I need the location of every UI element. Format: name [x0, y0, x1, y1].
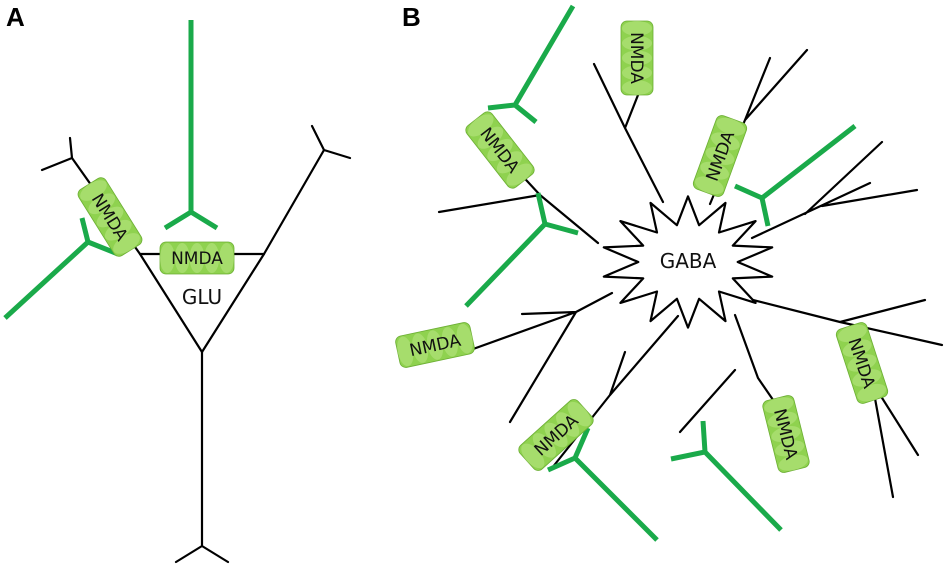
nmda-b-6-subunit [544, 422, 568, 448]
nmda-b-3-subunit [716, 117, 746, 136]
axon-b-upper-left [487, 4, 576, 124]
glu-dendrite-right [262, 124, 352, 256]
nmda-a-left-subunit [104, 219, 132, 241]
axon-terminals [3, 4, 857, 542]
nmda-b-1-subunit [496, 151, 523, 174]
gaba-dendrite-upper-left [437, 128, 600, 245]
nmda-b-4: NMDA [395, 322, 475, 368]
nmda-b-2-subunit [622, 80, 652, 96]
nmda-b-4-subunit [397, 336, 414, 367]
gaba-soma [602, 195, 774, 329]
nmda-b-6: NMDA [518, 399, 594, 471]
nmda-b-4-subunit [412, 333, 429, 363]
axon-b-left [464, 192, 579, 308]
nmda-b-7-subunit [778, 454, 808, 471]
nmda-a-center-label: NMDA [171, 249, 223, 269]
nmda-b-2-subunit [622, 35, 652, 51]
nmda-b-7-subunit [771, 425, 801, 443]
nmda-b-1-subunit [477, 126, 504, 149]
nmda-b-6-subunit [567, 401, 591, 427]
gaba-dendrite-top [592, 62, 665, 204]
axon-b-upper-right [733, 124, 857, 227]
nmda-b-2-subunit [622, 50, 652, 66]
axon-b-bottom-right [670, 420, 783, 532]
nmda-a-left-subunit [113, 233, 140, 254]
nmda-b-3-subunit [710, 132, 740, 151]
gaba-dendrite-lower-left [460, 291, 614, 424]
nmda-a-left-subunit [80, 180, 107, 201]
nmda-b-6-subunit [532, 433, 556, 458]
panel-a: A GLU [6, 2, 352, 564]
nmda-b-6-subunit [556, 412, 580, 437]
nmda-b-7-subunit [774, 440, 805, 457]
nmda-b-7-subunit [767, 411, 798, 428]
nmda-b-2-label: NMDA [626, 32, 646, 84]
nmda-a-center-subunit [219, 243, 234, 273]
nmda-b-6-subunit [521, 443, 545, 469]
nmda-a-center-subunit [189, 243, 205, 273]
gaba-cell-label: GABA [660, 249, 717, 273]
nmda-b-2-subunit [622, 21, 652, 36]
nmda-a-center-subunit [204, 243, 220, 273]
nmda-a-center-subunit [174, 243, 190, 273]
nmda-a-left-subunit [96, 206, 124, 228]
nmda-b-5: NMDA [835, 322, 889, 404]
nmda-b-3-subunit [705, 147, 735, 165]
nmda-b-5-subunit [837, 324, 867, 343]
gaba-dendrite-lower-right [743, 296, 944, 499]
nmda-b-5-subunit [842, 339, 872, 357]
nmda-b-4-subunit [426, 330, 444, 360]
nmda-b-1-subunit [506, 163, 532, 186]
nmda-b-7-subunit [764, 397, 794, 414]
axon-b-bottom-left [546, 427, 659, 542]
nmda-b-5-subunit [852, 369, 882, 387]
panel-a-label: A [6, 2, 25, 32]
gaba-dendrite-bottom-left [550, 314, 680, 470]
nmda-b-5-subunit [857, 383, 887, 402]
nmda-b-3-subunit [700, 161, 730, 180]
nmda-b-1: NMDA [465, 111, 535, 189]
axon-a-top [163, 20, 219, 231]
nmda-b-4-subunit [456, 323, 473, 354]
nmda-b-2-subunit [622, 65, 652, 81]
glu-cell-label: GLU [182, 285, 222, 309]
gaba-dendrite-right [750, 140, 919, 240]
nmda-b-7: NMDA [762, 395, 810, 473]
nmda-b-3-subunit [694, 176, 724, 195]
nmda-b-1-subunit [468, 114, 494, 137]
nmda-a-left-subunit [88, 193, 116, 215]
nmda-a-center-subunit [160, 243, 175, 273]
panel-b: B GABA [402, 2, 944, 499]
glu-dendrite-bottom [174, 350, 230, 564]
nmda-b-5-subunit [847, 354, 877, 372]
nmda-a-center: NMDA [159, 241, 235, 275]
panel-b-label: B [402, 2, 421, 32]
nmda-b-1-subunit [487, 138, 513, 162]
nmda-b-4-subunit [441, 327, 458, 357]
nmda-b-2: NMDA [620, 20, 654, 96]
